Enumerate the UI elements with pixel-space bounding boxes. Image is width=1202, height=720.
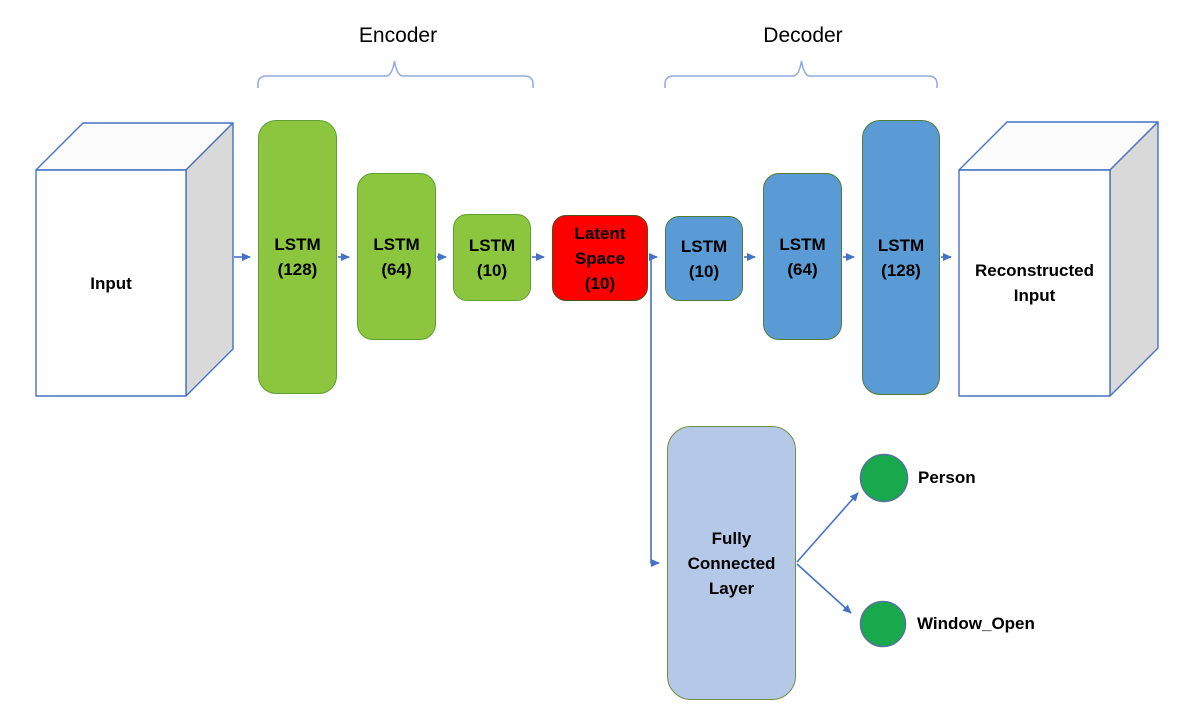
- latent-space-line2: Space: [574, 248, 626, 268]
- reconstructed-cube-side: [1109, 121, 1159, 397]
- fully-connected-line1: Fully: [711, 528, 752, 548]
- reconstructed-box-line1: Reconstructed: [974, 261, 1095, 280]
- decoder-lstm-128-block: LSTM (128): [862, 120, 940, 395]
- arrow-fc-to-person: [796, 492, 859, 563]
- latent-space-line1: Latent: [574, 223, 626, 243]
- arrow-fc-to-window-open: [796, 563, 852, 614]
- arrow-latent-to-fc: [650, 258, 660, 567]
- latent-space-line3: (10): [584, 273, 616, 293]
- input-cube-side: [185, 122, 234, 397]
- encoder-lstm-64-block: LSTM (64): [357, 173, 436, 340]
- decoder-lstm-10-units: (10): [688, 261, 720, 281]
- reconstructed-cube: [958, 121, 1159, 397]
- window-open-circle: [859, 600, 907, 648]
- decoder-lstm-128-name: LSTM: [877, 235, 925, 255]
- fully-connected-line2: Connected: [687, 553, 776, 573]
- decoder-lstm-64-block: LSTM (64): [763, 173, 842, 340]
- fully-connected-layer-block: Fully Connected Layer: [667, 426, 796, 700]
- input-box-label: Input: [36, 170, 186, 396]
- decoder-lstm-64-name: LSTM: [779, 234, 826, 254]
- decoder-section-label: Decoder: [763, 24, 843, 47]
- decoder-brace: [664, 60, 938, 88]
- decoder-lstm-10-block: LSTM (10): [665, 216, 743, 301]
- person-output-label: Person: [918, 468, 976, 487]
- reconstructed-cube-front: [958, 169, 1111, 397]
- encoder-lstm-64-name: LSTM: [373, 234, 420, 254]
- encoder-lstm-10-name: LSTM: [468, 235, 516, 255]
- encoder-lstm-64-units: (64): [381, 259, 412, 279]
- decoder-lstm-10-name: LSTM: [680, 236, 728, 256]
- encoder-lstm-128-name: LSTM: [274, 235, 321, 254]
- reconstructed-box-label: Reconstructed Input: [959, 170, 1110, 396]
- input-box-label-text: Input: [90, 273, 132, 293]
- encoder-lstm-128-units: (128): [277, 260, 318, 279]
- encoder-lstm-128-block: LSTM (128): [258, 120, 337, 394]
- latent-space-block: Latent Space (10): [552, 215, 648, 301]
- window-open-output-label: Window_Open: [917, 614, 1035, 633]
- encoder-lstm-10-units: (10): [476, 260, 508, 280]
- decoder-lstm-64-units: (64): [787, 259, 818, 279]
- encoder-section-label: Encoder: [358, 24, 438, 47]
- encoder-brace: [257, 60, 534, 88]
- input-cube-front: [35, 169, 187, 397]
- reconstructed-box-line2: Input: [1013, 286, 1056, 305]
- decoder-lstm-128-units: (128): [881, 260, 921, 280]
- encoder-lstm-10-block: LSTM (10): [453, 214, 531, 301]
- person-circle: [859, 453, 909, 503]
- fully-connected-line3: Layer: [708, 578, 755, 598]
- input-cube: [35, 122, 234, 397]
